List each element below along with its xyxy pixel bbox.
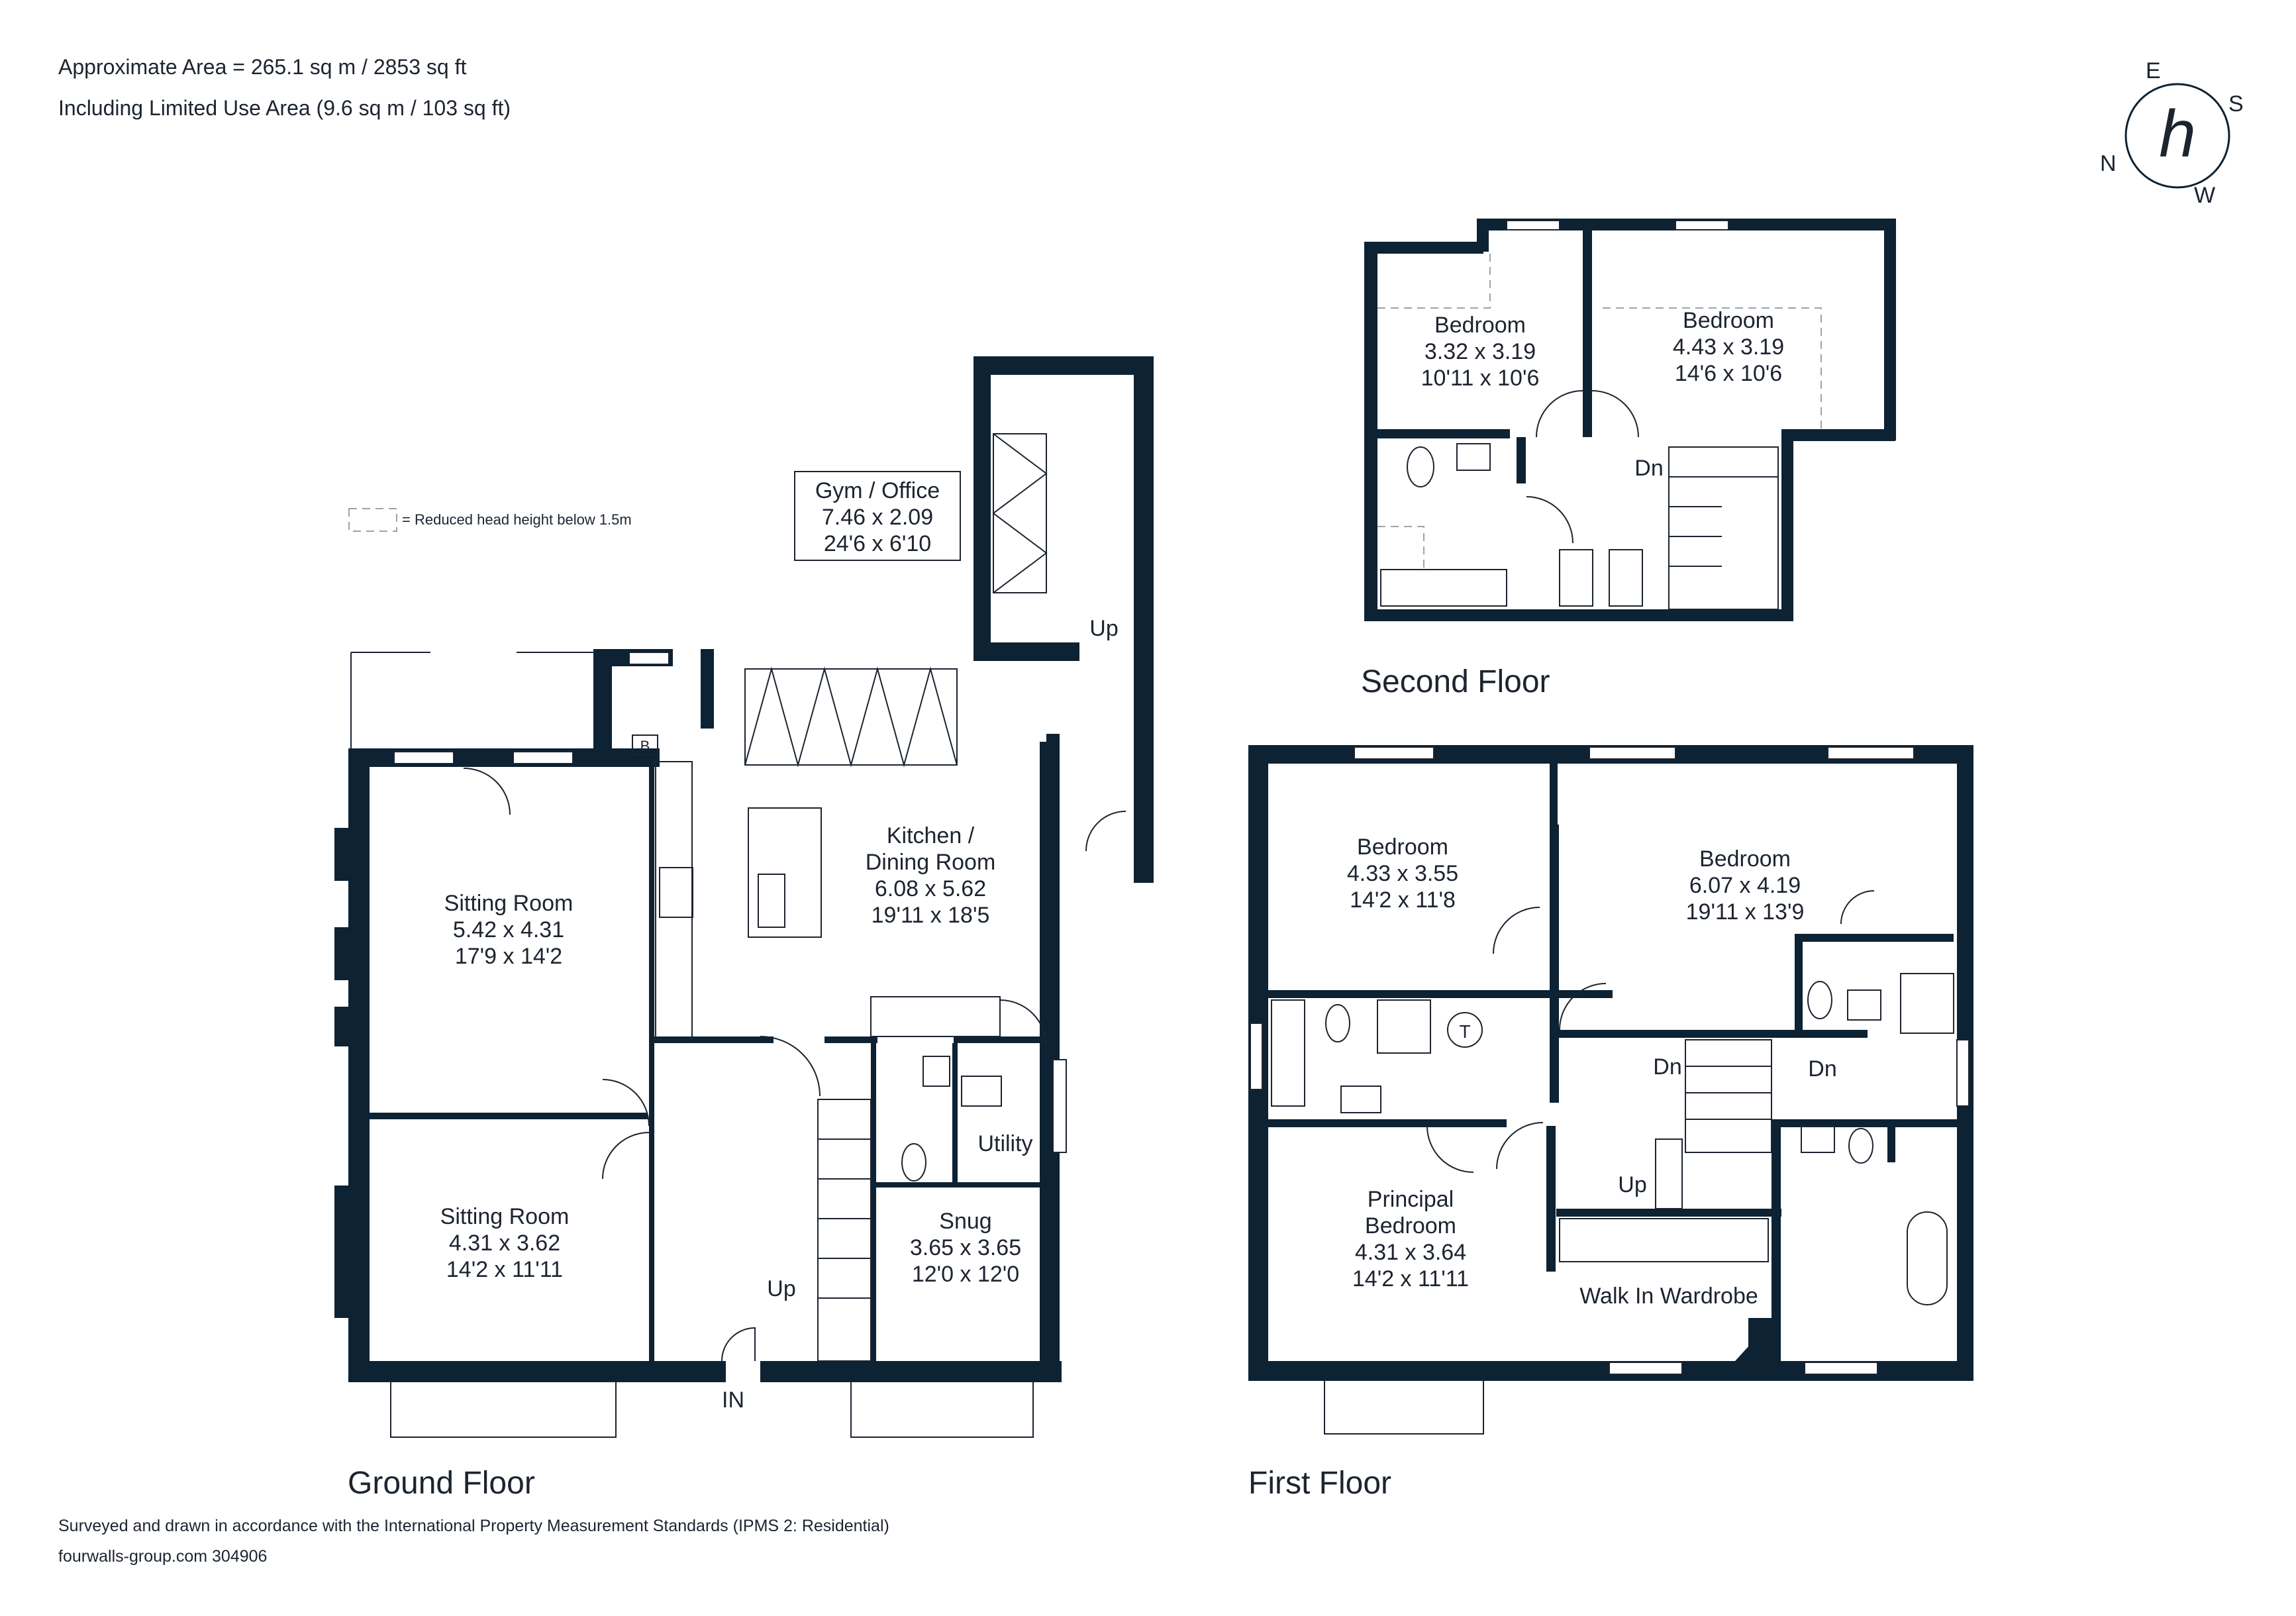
legend-swatch — [348, 508, 397, 532]
bed1b-label-2: 6.07 x 4.19 — [1689, 873, 1801, 898]
dn-second-label: Dn — [1634, 456, 1663, 481]
sitting1-label-3: 17'9 x 14'2 — [455, 944, 562, 969]
sitting2-label-2: 4.31 x 3.62 — [449, 1231, 560, 1256]
compass-north: N — [2100, 151, 2117, 176]
area-text: Approximate Area = 265.1 sq m / 2853 sq … — [58, 55, 466, 79]
bed2b-label-2: 4.43 x 3.19 — [1673, 334, 1784, 360]
gym-label-1: Gym / Office — [815, 478, 940, 503]
legend-text: = Reduced head height below 1.5m — [402, 511, 632, 528]
wardrobe-label: Walk In Wardrobe — [1579, 1284, 1758, 1309]
compass-logo: h E S N W — [2100, 58, 2244, 208]
kitchen-label-2: Dining Room — [866, 850, 996, 875]
legend: = Reduced head height below 1.5m — [348, 508, 632, 532]
ground-floor: B Gym / Office 7.46 x 2.09 24'6 x 6'10 K… — [334, 356, 1154, 1501]
standards-text: Surveyed and drawn in accordance with th… — [58, 1517, 889, 1535]
sitting1-label-1: Sitting Room — [444, 891, 574, 916]
second-floor: Bedroom 3.32 x 3.19 10'11 x 10'6 Bedroom… — [1361, 219, 1896, 699]
snug-label-2: 3.65 x 3.65 — [910, 1235, 1021, 1260]
bed1b-label-1: Bedroom — [1699, 846, 1791, 872]
bed2a-label-1: Bedroom — [1434, 313, 1526, 338]
compass-south: S — [2228, 91, 2244, 117]
limited-area-text: Including Limited Use Area (9.6 sq m / 1… — [58, 96, 511, 120]
bed2b-label-3: 14'6 x 10'6 — [1675, 361, 1782, 386]
sitting2-label-3: 14'2 x 11'11 — [446, 1257, 563, 1282]
snug-label-1: Snug — [939, 1209, 991, 1234]
up-gym-label: Up — [1089, 616, 1118, 641]
up-first-label: Up — [1618, 1172, 1646, 1197]
gym-label-3: 24'6 x 6'10 — [824, 531, 931, 556]
boiler-label: B — [640, 738, 650, 754]
first-floor: T Bedroom 4.33 x 3.55 14'2 x 11'8 Bedroo… — [1248, 745, 1973, 1501]
bed1b-label-3: 19'11 x 13'9 — [1686, 899, 1805, 925]
sitting1-label-2: 5.42 x 4.31 — [453, 917, 564, 942]
in-label: IN — [722, 1388, 744, 1413]
kitchen-label-4: 19'11 x 18'5 — [872, 903, 990, 928]
sitting2-label-1: Sitting Room — [440, 1204, 570, 1229]
dn-first-a-label: Dn — [1653, 1054, 1681, 1080]
bed2a-label-3: 10'11 x 10'6 — [1421, 366, 1540, 391]
dn-first-b-label: Dn — [1808, 1056, 1836, 1082]
bed1a-label-1: Bedroom — [1357, 834, 1448, 860]
first-floor-title: First Floor — [1248, 1466, 1391, 1501]
utility-label: Utility — [977, 1131, 1032, 1156]
kitchen-label-3: 6.08 x 5.62 — [875, 876, 986, 901]
reference-text: fourwalls-group.com 304906 — [58, 1547, 267, 1566]
kitchen-label-1: Kitchen / — [887, 823, 975, 848]
principal-label-2: Bedroom — [1365, 1213, 1456, 1238]
second-floor-title: Second Floor — [1361, 664, 1550, 699]
bed2a-label-2: 3.32 x 3.19 — [1424, 339, 1536, 364]
bed1a-label-3: 14'2 x 11'8 — [1350, 887, 1456, 913]
up-hall-label: Up — [767, 1276, 795, 1301]
tank-label: T — [1459, 1021, 1470, 1042]
snug-label-3: 12'0 x 12'0 — [912, 1262, 1019, 1287]
principal-label-1: Principal — [1368, 1187, 1454, 1212]
bed2b-label-1: Bedroom — [1683, 308, 1774, 333]
principal-label-3: 4.31 x 3.64 — [1355, 1240, 1466, 1265]
compass-east: E — [2146, 58, 2161, 83]
ground-floor-title: Ground Floor — [348, 1466, 535, 1501]
compass-west: W — [2194, 183, 2215, 208]
gym-label-2: 7.46 x 2.09 — [822, 505, 933, 530]
gym-label-box — [794, 471, 961, 561]
bed1a-label-2: 4.33 x 3.55 — [1347, 861, 1458, 886]
principal-label-4: 14'2 x 11'11 — [1352, 1266, 1469, 1291]
logo-letter: h — [2159, 97, 2196, 171]
